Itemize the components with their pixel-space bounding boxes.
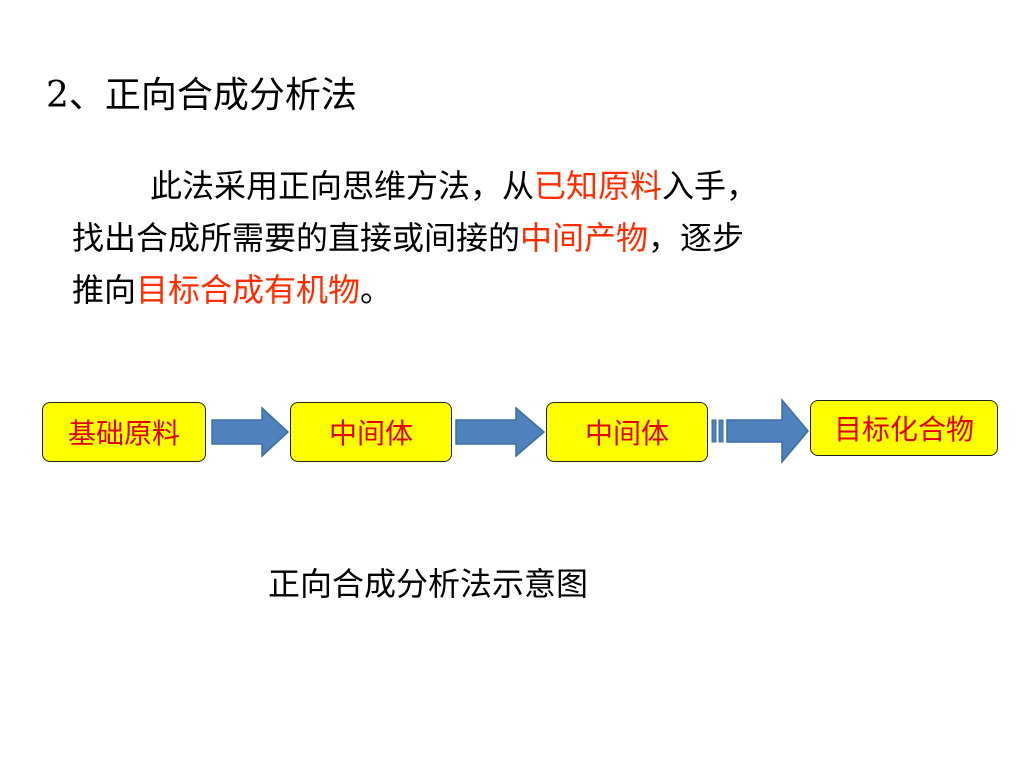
flow-node-intermediate-1: 中间体 (290, 402, 452, 462)
diagram-caption: 正向合成分析法示意图 (268, 565, 589, 603)
text-segment: ，逐步 (648, 219, 745, 257)
text-segment: 。 (360, 271, 393, 309)
slide-title: 2、正向合成分析法 (46, 75, 357, 116)
paragraph-line-1: 此法采用正向思维方法，从已知原料入手， (72, 160, 952, 212)
text-segment: 此法采用正向思维方法，从 (150, 167, 535, 205)
arrow-right-icon (455, 406, 546, 458)
flow-arrows (211, 397, 809, 465)
text-segment: 入手， (662, 167, 759, 205)
text-segment: 推向 (72, 271, 137, 309)
description-paragraph: 此法采用正向思维方法，从已知原料入手， 找出合成所需要的直接或间接的中间产物，逐… (72, 160, 952, 316)
striped-arrow-right-icon (711, 397, 809, 465)
flow-node-raw-material: 基础原料 (42, 402, 206, 462)
highlight-known-materials: 已知原料 (534, 167, 663, 205)
highlight-target-compound: 目标合成有机物 (136, 271, 361, 309)
paragraph-line-3: 推向目标合成有机物。 (72, 264, 952, 316)
text-segment: 找出合成所需要的直接或间接的 (72, 219, 521, 257)
synthesis-flow-diagram: 基础原料 中间体 中间体 目标化合物 (0, 390, 1024, 480)
flow-node-intermediate-2: 中间体 (546, 402, 708, 462)
flow-node-target-compound: 目标化合物 (810, 400, 998, 456)
arrow-right-icon (211, 406, 290, 458)
highlight-intermediate-products: 中间产物 (520, 219, 649, 257)
paragraph-line-2: 找出合成所需要的直接或间接的中间产物，逐步 (72, 212, 952, 264)
